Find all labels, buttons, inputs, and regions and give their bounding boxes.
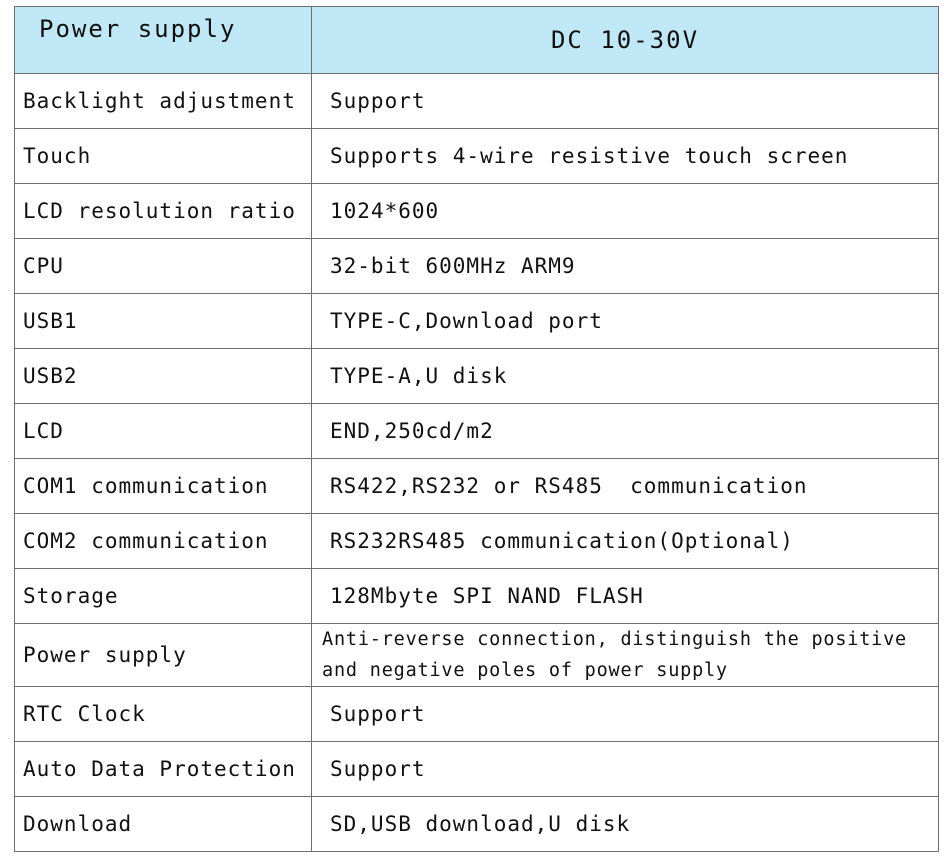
row-value-cell: RS422,RS232 or RS485 communication	[311, 458, 939, 514]
table-row: Auto Data Protection Support	[14, 741, 939, 797]
row-label-cell: Backlight adjustment	[14, 73, 312, 129]
row-label-cell: LCD	[14, 403, 312, 459]
row-value-cell: Anti-reverse connection, distinguish the…	[311, 623, 939, 687]
table-row: Download SD,USB download,U disk	[14, 796, 939, 852]
table-header-row: Power supply DC 10-30V	[14, 6, 939, 74]
row-value-cell: SD,USB download,U disk	[311, 796, 939, 852]
header-label-cell: Power supply	[14, 6, 312, 74]
row-value-cell: Support	[311, 686, 939, 742]
row-label-cell: Auto Data Protection	[14, 741, 312, 797]
row-label-cell: CPU	[14, 238, 312, 294]
table-row: Touch Supports 4-wire resistive touch sc…	[14, 128, 939, 184]
row-value-cell: 1024*600	[311, 183, 939, 239]
row-label-cell: USB2	[14, 348, 312, 404]
table-row: CPU 32-bit 600MHz ARM9	[14, 238, 939, 294]
row-value-cell: RS232RS485 communication(Optional)	[311, 513, 939, 569]
table-row: USB1 TYPE-C,Download port	[14, 293, 939, 349]
row-value-cell: 32-bit 600MHz ARM9	[311, 238, 939, 294]
row-value-cell: Supports 4-wire resistive touch screen	[311, 128, 939, 184]
header-value-cell: DC 10-30V	[311, 6, 939, 74]
row-value-cell: Support	[311, 741, 939, 797]
row-label-cell: LCD resolution ratio	[14, 183, 312, 239]
row-label-cell: Touch	[14, 128, 312, 184]
row-value-cell: END,250cd/m2	[311, 403, 939, 459]
row-label-cell: Download	[14, 796, 312, 852]
row-label-cell: Power supply	[14, 623, 312, 687]
row-label-cell: RTC Clock	[14, 686, 312, 742]
table-row: USB2 TYPE-A,U disk	[14, 348, 939, 404]
table-row: RTC Clock Support	[14, 686, 939, 742]
table-row: Backlight adjustment Support	[14, 73, 939, 129]
row-value-cell: 128Mbyte SPI NAND FLASH	[311, 568, 939, 624]
table-row: Storage 128Mbyte SPI NAND FLASH	[14, 568, 939, 624]
row-label-cell: USB1	[14, 293, 312, 349]
row-value-cell: Support	[311, 73, 939, 129]
row-label-cell: Storage	[14, 568, 312, 624]
table-row: LCD END,250cd/m2	[14, 403, 939, 459]
specification-table: Power supply DC 10-30V Backlight adjustm…	[14, 6, 939, 852]
table-row: COM2 communication RS232RS485 communicat…	[14, 513, 939, 569]
table-row: LCD resolution ratio 1024*600	[14, 183, 939, 239]
row-label-cell: COM1 communication	[14, 458, 312, 514]
row-value-cell: TYPE-C,Download port	[311, 293, 939, 349]
row-value-cell: TYPE-A,U disk	[311, 348, 939, 404]
table-row: Power supply Anti-reverse connection, di…	[14, 623, 939, 687]
table-row: COM1 communication RS422,RS232 or RS485 …	[14, 458, 939, 514]
row-label-cell: COM2 communication	[14, 513, 312, 569]
